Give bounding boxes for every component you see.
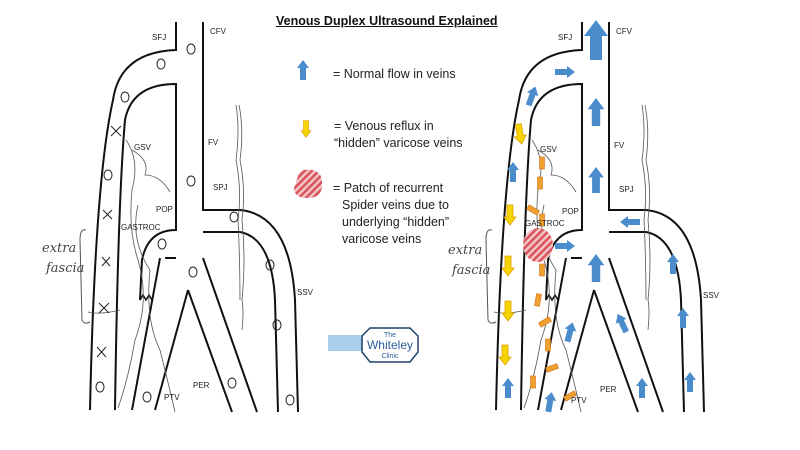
normal-flow-arrow-icon bbox=[588, 167, 604, 193]
left-leg-veins bbox=[79, 21, 299, 413]
svg-text:The: The bbox=[384, 332, 396, 339]
annotation-extra: extra bbox=[42, 241, 76, 256]
reflux-arrow-icon bbox=[526, 204, 540, 216]
label-gastroc: GASTROC bbox=[121, 223, 161, 232]
reflux-arrow-icon bbox=[539, 213, 545, 227]
whiteley-clinic-logo: The Whiteley Clinic bbox=[328, 327, 419, 363]
normal-flow-arrow-icon bbox=[502, 378, 514, 398]
label-ptv: PTV bbox=[571, 396, 587, 405]
annotation-fascia: fascia bbox=[45, 261, 84, 276]
normal-flow-arrow-icon bbox=[620, 216, 640, 228]
blue-up-arrow-icon bbox=[297, 60, 309, 80]
red-hatched-patch-icon bbox=[294, 169, 323, 198]
label-per: PER bbox=[600, 385, 617, 394]
normal-flow-arrow-icon bbox=[636, 378, 648, 398]
label-cfv: CFV bbox=[210, 27, 227, 36]
svg-text:Clinic: Clinic bbox=[381, 353, 399, 360]
label-sfj: SFJ bbox=[558, 33, 572, 42]
label-spj: SPJ bbox=[619, 185, 634, 194]
reflux-arrow-icon bbox=[501, 300, 515, 322]
reflux-arrow-icon bbox=[545, 338, 551, 352]
reflux-arrow-icon bbox=[537, 176, 543, 190]
normal-flow-arrow-icon bbox=[587, 254, 605, 282]
label-spj: SPJ bbox=[213, 183, 228, 192]
right-leg-labels: SFJ CFV GSV FV SPJ POP GASTROC SSV PER P… bbox=[448, 27, 720, 405]
reflux-arrow-icon bbox=[563, 390, 577, 402]
normal-flow-arrow-icon bbox=[555, 66, 575, 78]
normal-flow-arrow-icon bbox=[542, 391, 558, 413]
normal-flow-arrow-icon bbox=[561, 320, 579, 344]
legend-normal-flow: = Normal flow in veins bbox=[333, 67, 456, 81]
normal-flow-arrow-icon bbox=[587, 98, 605, 126]
normal-flow-arrow-icon bbox=[677, 308, 689, 328]
label-ptv: PTV bbox=[164, 393, 180, 402]
right-leg-veins bbox=[485, 21, 705, 413]
spider-vein-patch bbox=[523, 228, 553, 262]
left-leg-labels: SFJ CFV GSV FV SPJ POP GASTROC SSV PER P… bbox=[42, 27, 314, 402]
label-gsv: GSV bbox=[540, 145, 558, 154]
normal-flow-arrow-icon bbox=[684, 372, 696, 392]
reflux-arrow-icon bbox=[538, 316, 552, 328]
legend-spider-veins: = Patch of recurrent Spider veins due to… bbox=[333, 181, 450, 246]
label-per: PER bbox=[193, 381, 210, 390]
label-ssv: SSV bbox=[703, 291, 720, 300]
label-fv: FV bbox=[614, 141, 625, 150]
annotation-extra: extra bbox=[448, 243, 482, 258]
label-sfj: SFJ bbox=[152, 33, 166, 42]
flow-arrows bbox=[498, 20, 696, 413]
normal-flow-arrow-icon bbox=[584, 20, 608, 60]
reflux-arrow-icon bbox=[501, 255, 515, 277]
svg-text:Whiteley: Whiteley bbox=[367, 338, 413, 352]
label-cfv: CFV bbox=[616, 27, 633, 36]
yellow-down-arrow-icon bbox=[300, 120, 312, 138]
normal-flow-arrow-icon bbox=[522, 84, 542, 108]
reflux-arrow-icon bbox=[530, 375, 536, 389]
label-pop: POP bbox=[156, 205, 173, 214]
page-title: Venous Duplex Ultrasound Explained bbox=[276, 14, 498, 28]
reflux-arrow-icon bbox=[498, 344, 512, 366]
label-fv: FV bbox=[208, 138, 219, 147]
annotation-fascia: fascia bbox=[451, 263, 490, 278]
label-gastroc: GASTROC bbox=[525, 219, 565, 228]
reflux-arrow-icon bbox=[534, 293, 542, 307]
label-ssv: SSV bbox=[297, 288, 314, 297]
label-pop: POP bbox=[562, 207, 579, 216]
reflux-arrow-icon bbox=[539, 263, 545, 277]
reflux-arrow-icon bbox=[545, 363, 559, 373]
reflux-arrow-icon bbox=[539, 156, 545, 170]
label-gsv: GSV bbox=[134, 143, 152, 152]
normal-flow-arrow-icon bbox=[555, 240, 575, 252]
legend-reflux: = Venous reflux in “hidden” varicose vei… bbox=[334, 119, 463, 150]
